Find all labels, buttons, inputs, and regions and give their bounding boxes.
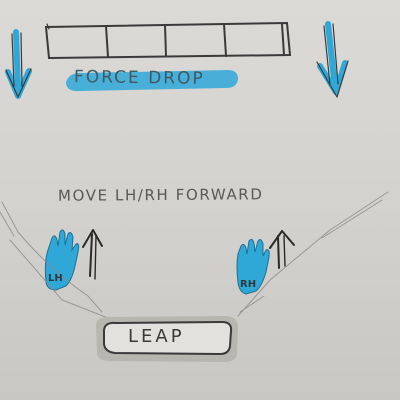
down-arrow-icon bbox=[316, 21, 349, 98]
up-arrow-icon bbox=[82, 229, 103, 280]
hand-icon bbox=[236, 238, 270, 295]
perspective-lines bbox=[0, 191, 389, 319]
leap-device-label: LEAP bbox=[128, 326, 185, 347]
up-arrow-icon bbox=[269, 230, 295, 269]
leap-device bbox=[96, 316, 238, 362]
top-grid-bar bbox=[44, 21, 292, 60]
down-arrow-icon bbox=[5, 29, 32, 99]
force-drop-highlight bbox=[66, 70, 238, 92]
hand-icon bbox=[44, 229, 80, 291]
left-hand-label: LH bbox=[48, 273, 63, 284]
instruction-text: MOVE LH/RH FORWARD bbox=[57, 185, 264, 205]
right-hand-label: RH bbox=[240, 279, 257, 290]
force-drop-label: FORCE DROP bbox=[73, 67, 205, 89]
